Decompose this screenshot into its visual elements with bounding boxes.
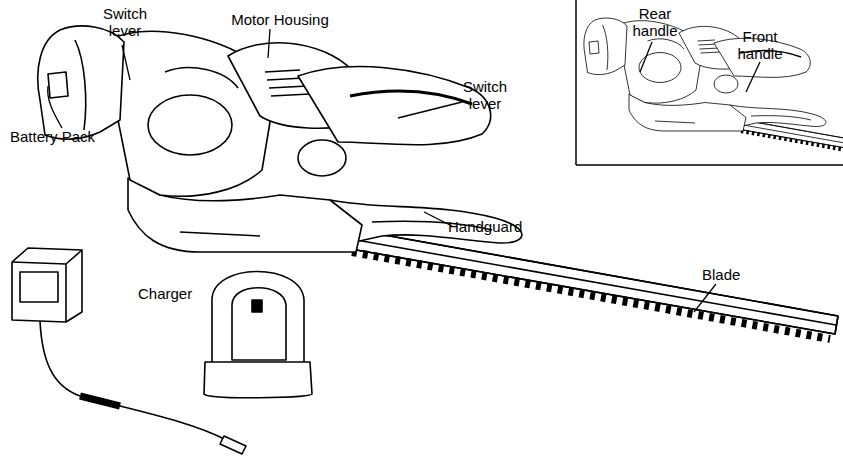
part-label: Motor Housing (215, 11, 345, 28)
part-label: Switch lever (92, 5, 158, 39)
part-label: Charger (138, 285, 218, 302)
part-label: Handguard (448, 218, 548, 235)
part-label: Blade (702, 266, 762, 283)
part-label: Rear handle (622, 5, 688, 39)
part-label: Switch lever (452, 78, 518, 112)
part-label: Battery Pack (10, 128, 120, 145)
part-label: Front handle (727, 28, 793, 62)
